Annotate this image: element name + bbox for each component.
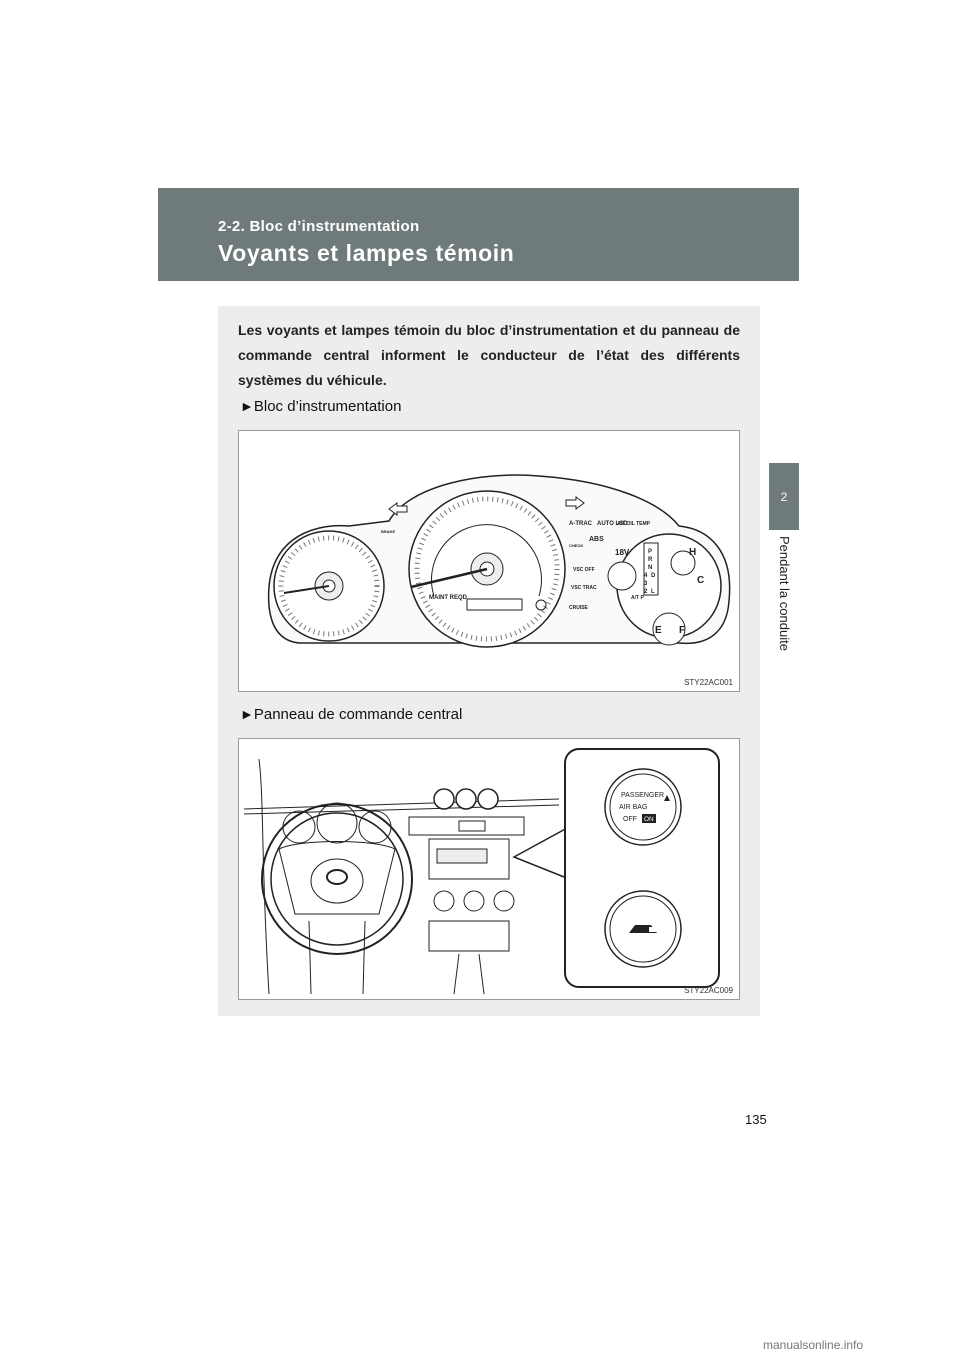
page-title: Voyants et lampes témoin: [218, 240, 515, 266]
footer-watermark[interactable]: manualsonline.info: [763, 1338, 864, 1352]
section-label: 2-2. Bloc d’instrumentation: [218, 218, 420, 235]
subsection-center-panel: ►Panneau de commande central: [240, 706, 462, 723]
gear-d: D: [651, 573, 656, 579]
temp-h-label: H: [689, 547, 696, 558]
vsc-off-label: VSC OFF: [573, 567, 595, 573]
gear-n: N: [648, 565, 652, 571]
intro-paragraph: Les voyants et lampes témoin du bloc d’i…: [238, 322, 740, 388]
gear-4: 4: [644, 573, 648, 579]
gear-3: 3: [644, 581, 648, 587]
passenger-label: PASSENGER: [621, 792, 664, 799]
chapter-tab[interactable]: 2: [769, 463, 799, 530]
triangle-marker-icon: ►: [240, 398, 254, 414]
figure-code: STY22AC009: [684, 986, 733, 995]
abs-label: ABS: [589, 536, 604, 543]
chapter-number: 2: [780, 490, 788, 504]
off-label: OFF: [623, 816, 637, 823]
subsection-label: Panneau de commande central: [253, 706, 463, 723]
maint-label: MAINT REQD: [429, 595, 468, 601]
instrument-cluster-figure: A-TRAC AUTO LSD A/T OIL TEMP ABS CHECK V…: [238, 430, 740, 692]
at-oil-label: A/T OIL TEMP: [617, 521, 651, 527]
triangle-marker-icon: ►: [240, 706, 254, 722]
gear-p: P: [648, 549, 652, 555]
subsection-instrument-cluster: ►Bloc d’instrumentation: [240, 398, 401, 415]
atp-label: A/T P: [631, 595, 644, 601]
brake-label: BRAKE: [381, 529, 396, 534]
subsection-label: Bloc d’instrumentation: [253, 398, 402, 415]
check-label: CHECK: [569, 543, 583, 548]
content-box: Les voyants et lampes témoin du bloc d’i…: [218, 306, 760, 1016]
section-header: 2-2. Bloc d’instrumentation Voyants et l…: [158, 188, 799, 281]
vsc-trac-label: VSC TRAC: [571, 585, 597, 591]
page-number: 135: [745, 1112, 767, 1127]
dashboard-illustration: PASSENGER AIR BAG OFF ON: [243, 748, 720, 995]
seat-icon: [664, 795, 670, 801]
volt-label: 18V: [615, 548, 630, 557]
gear-2: 2: [644, 589, 648, 595]
trac-label: A-TRAC: [569, 521, 593, 527]
cruise-label: CRUISE: [569, 605, 589, 611]
gear-r: R: [648, 557, 653, 563]
gear-l: L: [651, 589, 655, 595]
instrument-cluster-illustration: A-TRAC AUTO LSD A/T OIL TEMP ABS CHECK V…: [267, 474, 731, 648]
chapter-label: Pendant la conduite: [777, 536, 792, 651]
fuel-f-label: F: [679, 625, 685, 636]
center-panel-figure: PASSENGER AIR BAG OFF ON STY22AC009: [238, 738, 740, 1000]
on-label: ON: [644, 816, 654, 823]
fuel-e-label: E: [655, 625, 662, 636]
figure-code: STY22AC001: [684, 678, 733, 687]
auto-lsd-label: AUTO LSD: [597, 521, 628, 527]
airbag-label: AIR BAG: [619, 804, 647, 811]
temp-c-label: C: [697, 575, 704, 586]
